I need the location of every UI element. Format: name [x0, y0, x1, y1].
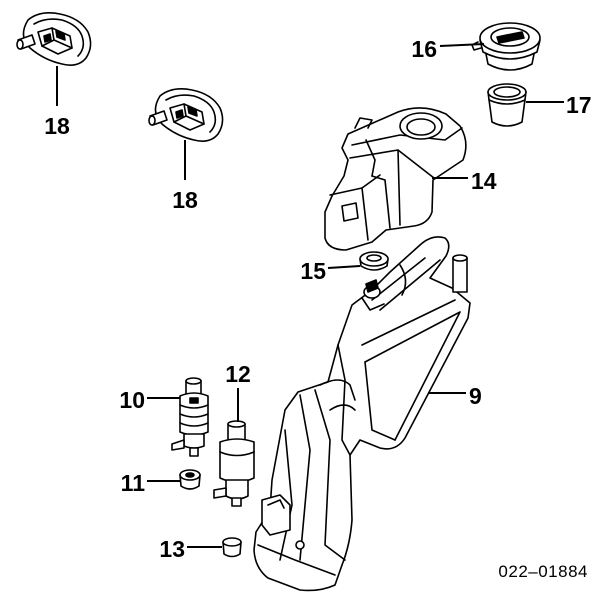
callout-labels: 18 18 16 17 14 15 9 10 12 11 13 [44, 36, 591, 562]
callout-14: 14 [471, 168, 497, 194]
leader-line-16 [439, 43, 485, 47]
part-14-filler-neck [324, 107, 467, 251]
callout-16: 16 [411, 36, 437, 62]
callout-15: 15 [300, 258, 326, 284]
leader-lines [56, 43, 564, 548]
callout-9: 9 [469, 383, 482, 409]
part-15-grommet [359, 251, 389, 271]
part-18-clip-upper [16, 12, 92, 66]
part-17-sleeve [487, 83, 527, 127]
part-13-plug [222, 537, 242, 558]
part-9-reservoir [253, 236, 471, 592]
part-10-washer-pump [171, 377, 209, 457]
part-11-grommet [179, 469, 201, 490]
callout-13: 13 [159, 536, 185, 562]
callout-12: 12 [225, 361, 251, 387]
callout-11: 11 [121, 470, 146, 496]
part-16-filler-cap [471, 22, 541, 71]
figure-code: 022–01884 [498, 562, 588, 581]
callout-18-lower: 18 [172, 187, 198, 213]
callout-17: 17 [566, 92, 592, 118]
leader-line-15 [327, 265, 361, 269]
part-12-washer-pump [213, 420, 255, 507]
part-18-clip-lower [148, 88, 224, 142]
callout-10: 10 [119, 387, 145, 413]
callout-18-upper: 18 [44, 113, 70, 139]
